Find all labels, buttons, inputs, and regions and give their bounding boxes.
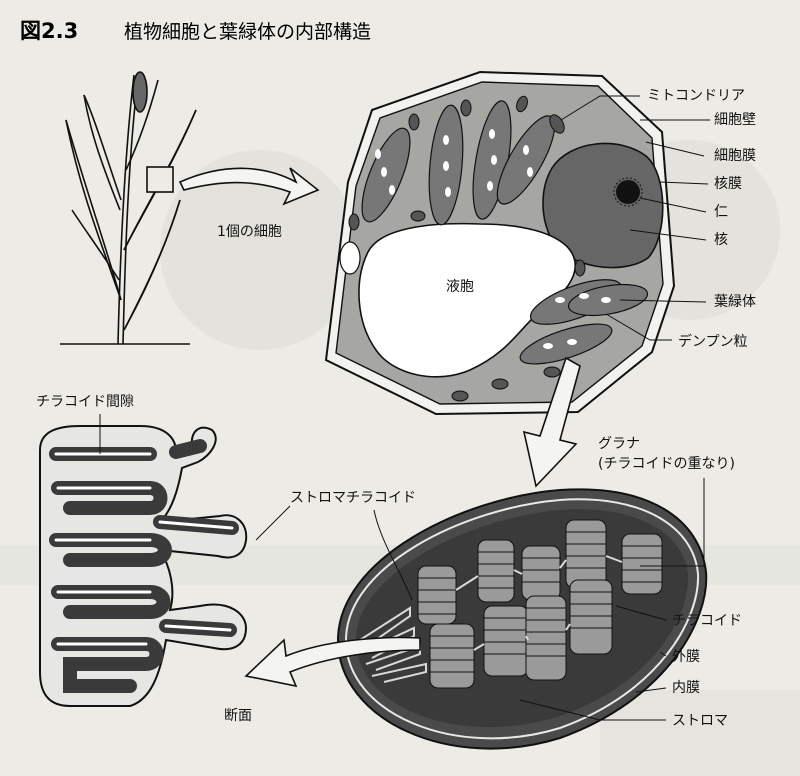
granum	[477, 539, 515, 603]
label-grana-sub: (チラコイドの重なり)	[598, 456, 735, 472]
cell-label-group: ミトコンドリア 細胞壁 細胞膜 核膜 仁 核 葉緑体 デンプン粒	[560, 88, 756, 350]
granum	[565, 519, 607, 589]
label-nucleus: 核	[714, 232, 728, 248]
label-chloroplast: 葉緑体	[714, 294, 756, 310]
zoom-arrow-to-cell	[178, 167, 320, 206]
label-nuclear-membrane: 核膜	[714, 176, 742, 192]
chloroplast-label-group: グラナ (チラコイドの重なり) ストロマチラコイド チラコイド 外膜 内膜 スト…	[290, 436, 742, 729]
zoom-arrow-to-chloroplast	[522, 356, 581, 488]
inner-membrane	[344, 498, 700, 740]
plant-cell: 液胞	[324, 70, 676, 416]
label-cell-wall: 細胞壁	[714, 112, 756, 128]
label-cell-membrane: 細胞膜	[714, 148, 756, 164]
label-starch-grain: デンプン粒	[678, 333, 748, 350]
chloroplast-detail	[336, 488, 708, 750]
label-outer-membrane: 外膜	[672, 649, 700, 665]
label-stroma-thylakoid: ストロマチラコイド	[290, 490, 416, 506]
zoom-arrow-to-cross-section	[244, 636, 421, 688]
figure-number: 図2.3	[20, 19, 78, 43]
nucleolus	[616, 180, 640, 204]
label-grana: グラナ	[598, 436, 640, 452]
granum	[417, 565, 457, 625]
granum	[521, 545, 561, 601]
label-thylakoid: チラコイド	[672, 613, 742, 629]
mitochondria	[348, 95, 586, 402]
thylakoid-cross-section	[39, 425, 248, 707]
granum	[429, 623, 475, 689]
plant-illustration	[60, 71, 197, 345]
granum	[569, 579, 613, 655]
granum	[621, 533, 663, 595]
label-cell: 1個の細胞	[217, 224, 282, 240]
nucleus	[542, 142, 664, 269]
label-vacuole: 液胞	[446, 279, 474, 295]
figure-title: 植物細胞と葉緑体の内部構造	[124, 21, 371, 43]
label-stroma: ストロマ	[672, 713, 728, 729]
starch-grains	[375, 129, 611, 349]
granum	[525, 595, 567, 681]
label-cross-section: 断面	[224, 708, 252, 724]
label-inner-membrane: 内膜	[672, 680, 700, 696]
label-thylakoid-lumen: チラコイド間隙	[36, 394, 134, 410]
grana-stacks	[417, 519, 663, 689]
granum	[483, 605, 529, 677]
label-nucleolus: 仁	[714, 204, 728, 220]
label-mitochondria: ミトコンドリア	[647, 88, 745, 104]
stroma-thylakoids	[455, 555, 623, 651]
